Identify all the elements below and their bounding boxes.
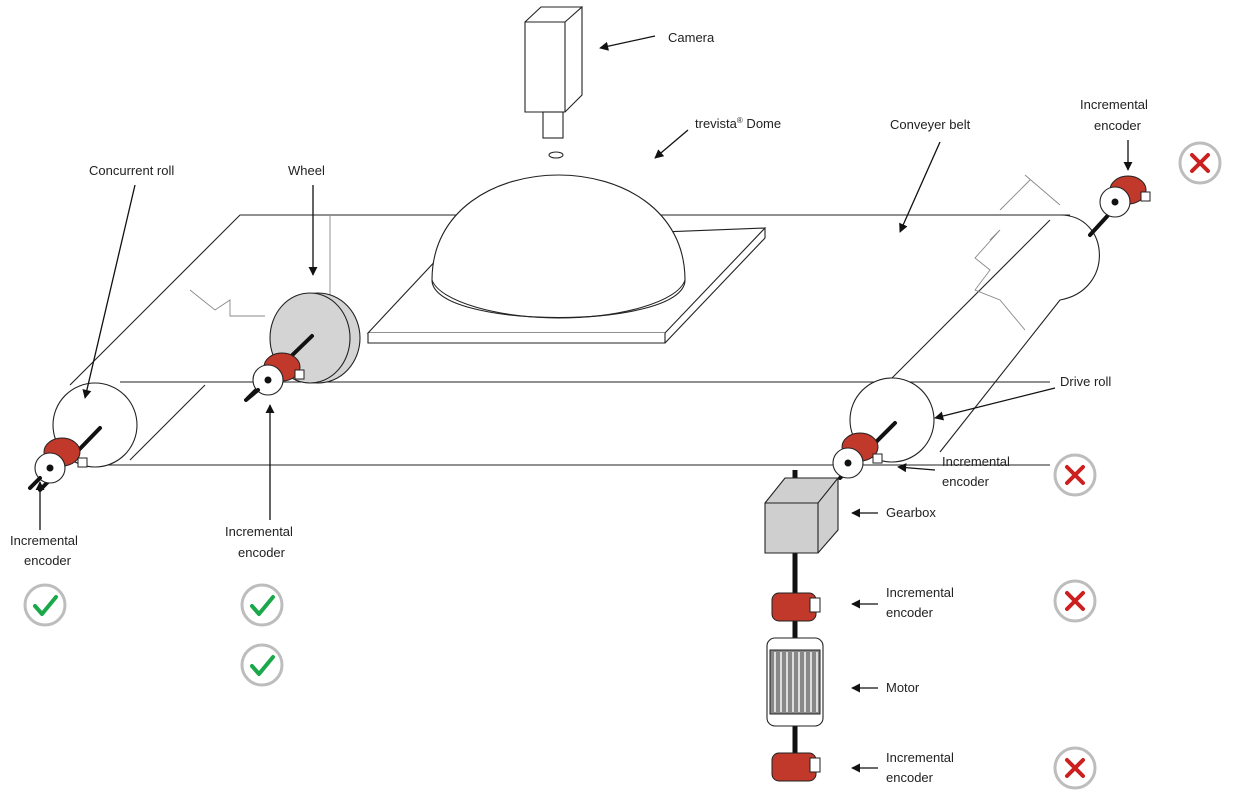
svg-text:Incremental: Incremental bbox=[942, 454, 1010, 469]
drive-roll-label: Drive roll bbox=[1060, 374, 1111, 389]
top-right-encoder bbox=[1088, 175, 1151, 237]
wheel-encoder bbox=[244, 352, 305, 402]
cross-icon bbox=[1053, 579, 1097, 623]
cross-icon bbox=[1053, 746, 1097, 790]
svg-text:encoder: encoder bbox=[886, 605, 934, 620]
check-icon bbox=[240, 643, 284, 687]
encoder-label-gearbox: Incremental encoder bbox=[886, 585, 954, 620]
svg-text:encoder: encoder bbox=[942, 474, 990, 489]
concurrent-roll-encoder bbox=[28, 437, 88, 490]
check-icon bbox=[240, 583, 284, 627]
camera-icon bbox=[524, 5, 583, 139]
svg-text:Incremental: Incremental bbox=[225, 524, 293, 539]
svg-text:encoder: encoder bbox=[238, 545, 286, 560]
trevista-dome bbox=[431, 151, 686, 319]
encoder-label-drive-roll: Incremental encoder bbox=[942, 454, 1010, 489]
encoder-label-motor: Incremental encoder bbox=[886, 750, 954, 785]
svg-text:Incremental: Incremental bbox=[1080, 97, 1148, 112]
encoder-label-concurrent-roll: Incremental encoder bbox=[10, 533, 78, 568]
motor-label: Motor bbox=[886, 680, 920, 695]
concurrent-roll-label: Concurrent roll bbox=[89, 163, 174, 178]
cross-icon bbox=[1178, 141, 1222, 185]
svg-text:Incremental: Incremental bbox=[886, 585, 954, 600]
wheel-label: Wheel bbox=[288, 163, 325, 178]
svg-text:encoder: encoder bbox=[886, 770, 934, 785]
svg-text:Incremental: Incremental bbox=[10, 533, 78, 548]
leader-arrows bbox=[35, 35, 1133, 773]
dome-label: trevista® Dome bbox=[695, 116, 781, 131]
cross-icon bbox=[1053, 453, 1097, 497]
encoder-label-wheel: Incremental encoder bbox=[225, 524, 293, 560]
conveyer-belt-label: Conveyer belt bbox=[890, 117, 971, 132]
check-icon bbox=[23, 583, 67, 627]
svg-text:encoder: encoder bbox=[24, 553, 72, 568]
svg-text:encoder: encoder bbox=[1094, 118, 1142, 133]
gearbox-label: Gearbox bbox=[886, 505, 936, 520]
svg-text:Incremental: Incremental bbox=[886, 750, 954, 765]
encoder-label-top-right: Incremental encoder bbox=[1080, 97, 1148, 133]
drive-roll-encoder bbox=[832, 432, 883, 479]
drive-train bbox=[764, 470, 839, 782]
camera-label: Camera bbox=[668, 30, 715, 45]
